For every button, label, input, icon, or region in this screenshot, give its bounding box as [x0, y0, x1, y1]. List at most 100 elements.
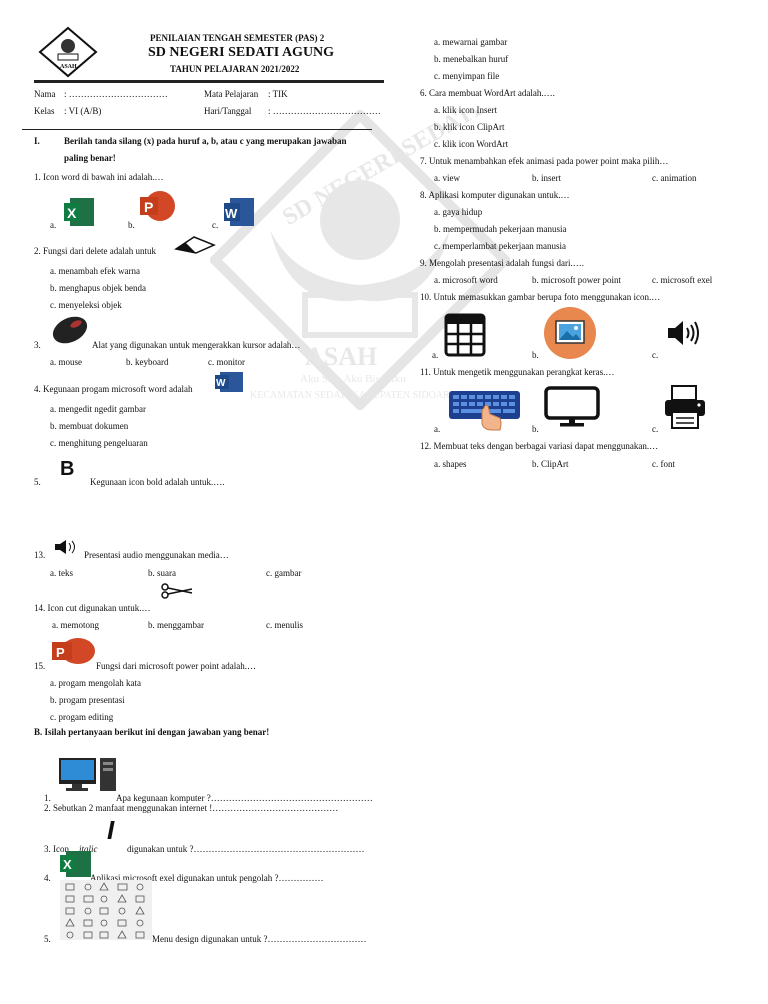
- left-line: 14. Icon cut digunakan untuk.…: [34, 603, 151, 613]
- essay-line: 4.: [44, 873, 51, 883]
- right-line: b. ClipArt: [532, 459, 569, 469]
- day-label: Hari/Tanggal: [204, 106, 252, 116]
- right-line: a. mewarnai gambar: [434, 37, 508, 47]
- watermark-motto: Aku Siap Aku Bisa Aku: [300, 373, 406, 385]
- right-line: 12. Membuat teks dengan berbagai variasi…: [420, 441, 659, 451]
- right-line: a. view: [434, 173, 460, 183]
- left-line: a. progam mengolah kata: [50, 678, 141, 688]
- speaker-icon: [668, 321, 699, 345]
- left-line: 13.: [34, 550, 46, 560]
- right-line: c. animation: [652, 173, 697, 183]
- left-line: c. menghitung pengeluaran: [50, 438, 148, 448]
- school-logo: ASAH: [38, 26, 98, 78]
- left-line: a. mengedit ngedit gambar: [50, 404, 146, 414]
- svg-text:B: B: [60, 458, 74, 478]
- right-line: c. microsoft exel: [652, 275, 713, 285]
- left-line: 1. Icon word di bawah ini adalah.…: [34, 172, 164, 182]
- essay-line: 3. Icon: [44, 844, 69, 854]
- svg-text:W: W: [225, 206, 238, 221]
- right-line: a. klik icon Insert: [434, 105, 497, 115]
- right-line: 10. Untuk memasukkan gambar berupa foto …: [420, 292, 661, 302]
- svg-text:W: W: [216, 378, 226, 389]
- left-line: 2. Fungsi dari delete adalah untuk: [34, 246, 156, 256]
- essay-line: digunakan untuk ?…………………………………………………: [127, 844, 365, 854]
- left-line: b. menggambar: [148, 620, 204, 630]
- right-line: 9. Mengolah presentasi adalah fungsi dar…: [420, 258, 584, 268]
- left-line: b.: [128, 220, 135, 230]
- exam-title: PENILAIAN TENGAH SEMESTER (PAS) 2: [150, 33, 325, 43]
- watermark-region: KECAMATAN SEDATI KABUPATEN SIDOARJO: [250, 390, 461, 401]
- right-line: b.: [532, 350, 539, 360]
- essay-line: Menu design digunakan untuk ?……………………………: [152, 934, 367, 944]
- svg-text:X: X: [63, 857, 72, 872]
- left-line: a. mouse: [50, 357, 82, 367]
- essay-line: 1.: [44, 793, 51, 803]
- right-line: c.: [652, 424, 659, 434]
- right-line: c. font: [652, 459, 675, 469]
- left-line: a. menambah efek warna: [50, 266, 140, 276]
- svg-text:P: P: [56, 645, 65, 660]
- section-a-num: I.: [34, 136, 40, 146]
- school-name: SD NEGERI SEDATI AGUNG: [148, 45, 335, 60]
- right-line: a. microsoft word: [434, 275, 498, 285]
- svg-text:P: P: [144, 199, 153, 215]
- left-line: Alat yang digunakan untuk mengerakkan ku…: [92, 340, 301, 350]
- right-line: 8. Aplikasi komputer digunakan untuk.…: [420, 190, 570, 200]
- right-line: 7. Untuk menambahkan efek animasi pada p…: [420, 156, 669, 166]
- printer-icon: [665, 385, 705, 429]
- svg-text:X: X: [67, 205, 77, 221]
- monitor-icon: [544, 386, 600, 427]
- left-line: a.: [50, 220, 57, 230]
- info-rule: [22, 129, 372, 130]
- right-line: a. shapes: [434, 459, 467, 469]
- right-line: a.: [434, 424, 441, 434]
- keyboard-icon: [449, 391, 520, 431]
- subject-value: : TIK: [268, 89, 288, 99]
- table-icon: [444, 313, 486, 357]
- right-line: 6. Cara membuat WordArt adalah.….: [420, 88, 555, 98]
- excel-small-icon: X: [60, 851, 91, 877]
- right-line: b. insert: [532, 173, 561, 183]
- left-line: 3.: [34, 340, 41, 350]
- picture-icon: [544, 307, 596, 359]
- svg-text:I: I: [107, 815, 115, 842]
- left-line: b. progam presentasi: [50, 695, 125, 705]
- day-field[interactable]: : ………………………………: [268, 106, 381, 116]
- word-small-icon: W: [215, 372, 243, 392]
- essay-line: Aplikasi microsoft exel digunakan untuk …: [90, 873, 324, 883]
- section-a-instruction-2: paling benar!: [64, 153, 116, 163]
- right-line: b. microsoft power point: [532, 275, 621, 285]
- right-line: c. klik icon WordArt: [434, 139, 509, 149]
- left-line: Presentasi audio menggunakan media…: [84, 550, 229, 560]
- left-line: c.: [212, 220, 219, 230]
- italic-icon: I: [107, 815, 115, 842]
- left-line: Fungsi dari microsoft power point adalah…: [96, 661, 256, 671]
- header-rule: [34, 80, 384, 83]
- right-line: c.: [652, 350, 659, 360]
- right-line: b. mempermudah pekerjaan manusia: [434, 224, 567, 234]
- name-field[interactable]: : ……………………………: [64, 89, 168, 99]
- essay-line: 5.: [44, 934, 51, 944]
- eraser-icon: [174, 236, 216, 254]
- mouse-icon: [52, 316, 88, 344]
- powerpoint-small-icon: P: [52, 638, 95, 664]
- left-line: c. menyeleksi objek: [50, 300, 122, 310]
- section-a-instruction: Berilah tanda silang (x) pada huruf a, b…: [64, 136, 347, 146]
- right-line: c. menyimpan file: [434, 71, 500, 81]
- bold-icon: B: [60, 458, 74, 478]
- left-line: a. memotong: [52, 620, 99, 630]
- left-line: b. keyboard: [126, 357, 169, 367]
- right-line: a. gaya hidup: [434, 207, 483, 217]
- left-line: Kegunaan icon bold adalah untuk.….: [90, 477, 225, 487]
- school-year: TAHUN PELAJARAN 2021/2022: [170, 64, 300, 74]
- right-line: a.: [432, 350, 439, 360]
- essay-line: italic: [79, 844, 98, 854]
- essay-line: Apa kegunaan komputer ?………………………………………………: [116, 793, 373, 803]
- left-line: a. teks: [50, 568, 73, 578]
- logo-text: ASAH: [60, 64, 77, 70]
- speaker-small-icon: [55, 540, 75, 554]
- scissors-icon: [161, 583, 193, 599]
- class-label: Kelas: [34, 106, 55, 116]
- class-value: : VI (A/B): [64, 106, 102, 116]
- subject-label: Mata Pelajaran: [204, 89, 259, 99]
